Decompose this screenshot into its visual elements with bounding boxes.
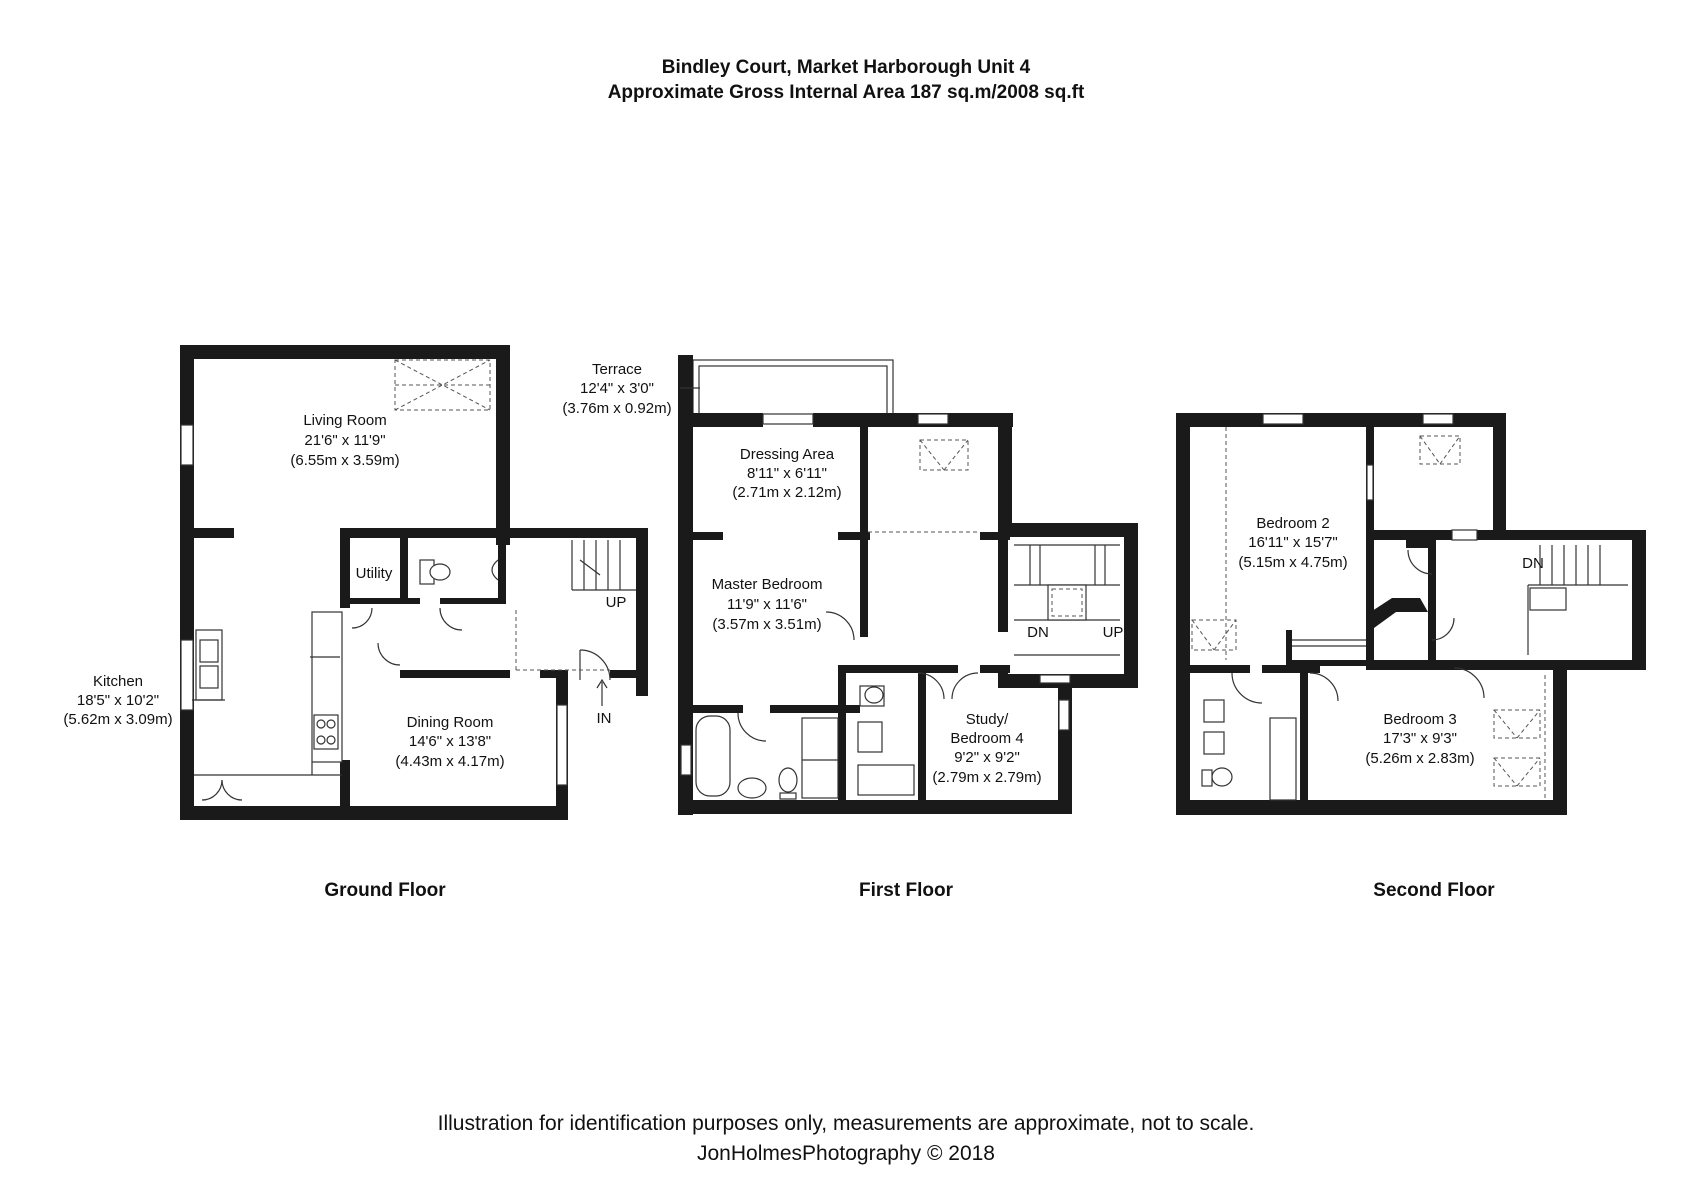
plan-subtitle: Approximate Gross Internal Area 187 sq.m…: [607, 82, 1085, 103]
terrace-metric: (3.76m x 0.92m): [562, 400, 671, 417]
copyright-credit: JonHolmesPhotography © 2018: [697, 1142, 995, 1165]
living-room-name: Living Room: [303, 412, 386, 429]
room-label-dressing: Dressing Area 8'11" x 6'11" (2.71m x 2.1…: [732, 446, 841, 501]
living-room-imperial: 21'6" x 11'9": [304, 432, 385, 449]
study-metric: (2.79m x 2.79m): [932, 769, 1041, 786]
living-room-metric: (6.55m x 3.59m): [290, 452, 399, 469]
bedroom3-metric: (5.26m x 2.83m): [1365, 750, 1474, 767]
second-floor-plan: [1176, 413, 1646, 815]
bedroom2-imperial: 16'11" x 15'7": [1248, 534, 1338, 551]
plan-title: Bindley Court, Market Harborough Unit 4: [661, 57, 1031, 78]
dining-room-name: Dining Room: [407, 714, 494, 731]
dressing-area-metric: (2.71m x 2.12m): [732, 484, 841, 501]
room-label-kitchen: Kitchen 18'5" x 10'2" (5.62m x 3.09m): [63, 673, 172, 728]
first-floor-plan: [678, 355, 1138, 815]
room-label-terrace: Terrace 12'4" x 3'0" (3.76m x 0.92m): [562, 361, 700, 417]
kitchen-imperial: 18'5" x 10'2": [77, 692, 159, 709]
study-name-line2: Bedroom 4: [950, 730, 1023, 747]
bedroom2-name: Bedroom 2: [1256, 515, 1329, 532]
first-up-marker: UP: [1103, 624, 1124, 641]
study-name-line1: Study/: [966, 711, 1009, 728]
ground-floor-plan: [180, 345, 648, 820]
bedroom2-metric: (5.15m x 4.75m): [1238, 554, 1347, 571]
study-imperial: 9'2" x 9'2": [954, 749, 1020, 766]
terrace-imperial: 12'4" x 3'0": [580, 380, 654, 397]
room-label-dining: Dining Room 14'6" x 13'8" (4.43m x 4.17m…: [395, 714, 504, 770]
kitchen-metric: (5.62m x 3.09m): [63, 711, 172, 728]
master-bedroom-name: Master Bedroom: [712, 576, 823, 593]
dressing-area-name: Dressing Area: [740, 446, 835, 463]
kitchen-name: Kitchen: [93, 673, 143, 690]
room-label-bedroom3: Bedroom 3 17'3" x 9'3" (5.26m x 2.83m): [1365, 711, 1474, 767]
utility-name: Utility: [356, 565, 393, 582]
room-label-study: Study/ Bedroom 4 9'2" x 9'2" (2.79m x 2.…: [932, 711, 1041, 786]
first-dn-marker: DN: [1027, 624, 1049, 641]
ground-up-marker: UP: [606, 594, 627, 611]
terrace-name: Terrace: [592, 361, 642, 378]
dining-room-imperial: 14'6" x 13'8": [409, 733, 491, 750]
ground-in-marker: IN: [597, 710, 612, 727]
disclaimer-text: Illustration for identification purposes…: [437, 1112, 1255, 1135]
ground-floor-label: Ground Floor: [324, 880, 446, 901]
second-dn-marker: DN: [1522, 555, 1544, 572]
dressing-area-imperial: 8'11" x 6'11": [747, 465, 827, 482]
dining-room-metric: (4.43m x 4.17m): [395, 753, 504, 770]
room-label-bedroom2: Bedroom 2 16'11" x 15'7" (5.15m x 4.75m): [1238, 515, 1347, 571]
bedroom3-imperial: 17'3" x 9'3": [1383, 730, 1457, 747]
second-floor-label: Second Floor: [1373, 880, 1495, 901]
bedroom3-name: Bedroom 3: [1383, 711, 1456, 728]
master-bedroom-imperial: 11'9" x 11'6": [727, 596, 807, 613]
first-floor-label: First Floor: [859, 880, 953, 901]
master-bedroom-metric: (3.57m x 3.51m): [712, 616, 821, 633]
room-label-master: Master Bedroom 11'9" x 11'6" (3.57m x 3.…: [712, 576, 823, 633]
room-label-living: Living Room 21'6" x 11'9" (6.55m x 3.59m…: [290, 412, 399, 469]
room-label-utility: Utility: [356, 565, 393, 582]
